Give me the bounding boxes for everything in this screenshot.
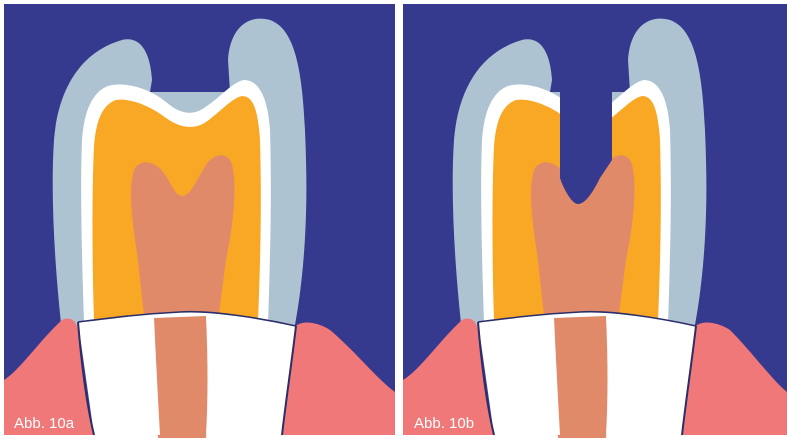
panel-b-root-canal [554, 316, 608, 435]
panel-a-root-canal [154, 316, 208, 435]
panel-a: Abb. 10a [4, 4, 395, 438]
panel-a-label: Abb. 10a [14, 415, 75, 432]
panel-b-label: Abb. 10b [414, 415, 474, 432]
panel-b: Abb. 10b [403, 4, 787, 438]
